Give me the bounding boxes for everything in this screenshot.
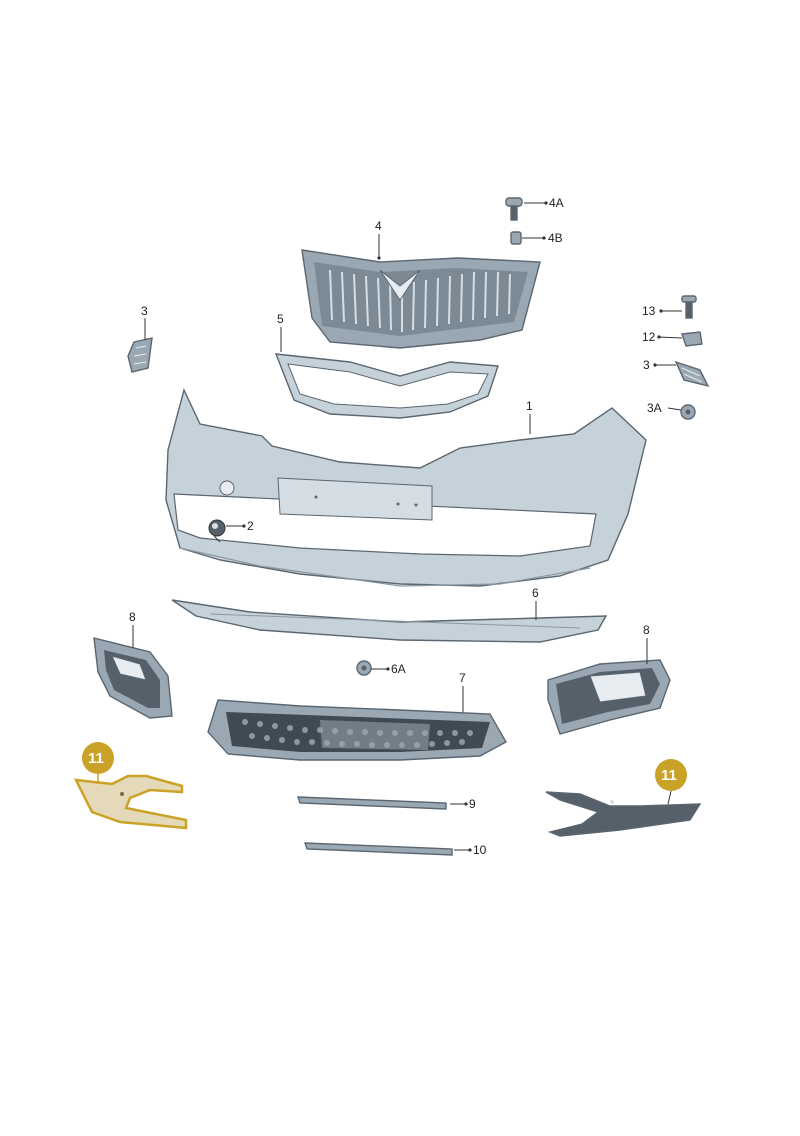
label-3-right-text: 3 bbox=[643, 358, 650, 372]
bumper-cover-part: 1 bbox=[165, 387, 647, 587]
label-4b-text: 4B bbox=[548, 231, 563, 245]
screw-13-part: 13 bbox=[642, 295, 697, 319]
label-8-right-text: 8 bbox=[643, 623, 650, 637]
spoiler-part: 6 bbox=[171, 586, 608, 643]
bracket-left-part: 3 bbox=[127, 304, 153, 373]
label-3-left-text: 3 bbox=[141, 304, 148, 318]
radiator-grille-part: 4 bbox=[301, 219, 541, 349]
label-8-left-text: 8 bbox=[129, 610, 136, 624]
badge-11-left bbox=[82, 742, 114, 774]
label-4: 4 bbox=[375, 219, 382, 260]
grille-frame-part: 5 bbox=[274, 312, 499, 419]
label-9-text: 9 bbox=[469, 797, 476, 811]
bracket-right-part: 3 bbox=[643, 358, 710, 388]
label-12-text: 12 bbox=[642, 330, 656, 344]
label-7-text: 7 bbox=[459, 671, 466, 685]
trim-strip-lower-part: 10 bbox=[304, 842, 487, 857]
label-1-text: 1 bbox=[526, 399, 533, 413]
screw-4a-part: 4A bbox=[505, 196, 564, 221]
trim-left-part: 11 bbox=[73, 742, 188, 830]
label-10-text: 10 bbox=[473, 843, 487, 857]
label-6-text: 6 bbox=[532, 586, 539, 600]
label-6a-text: 6A bbox=[391, 662, 406, 676]
label-4-text: 4 bbox=[375, 219, 382, 233]
nut-4b-part: 4B bbox=[510, 231, 563, 245]
fog-frame-left-part: 8 bbox=[93, 610, 173, 719]
badge-11-right bbox=[655, 759, 687, 791]
plug-cap-part: 2 bbox=[208, 519, 254, 543]
trim-strip-upper-part: 9 bbox=[297, 796, 476, 811]
label-4a-text: 4A bbox=[549, 196, 564, 210]
label-13-text: 13 bbox=[642, 304, 656, 318]
label-2-text: 2 bbox=[247, 519, 254, 533]
badge-11-right-text: 11 bbox=[661, 767, 677, 784]
trim-right-part: 11 bbox=[545, 759, 702, 837]
lower-grille-part: 7 bbox=[207, 671, 507, 761]
badge-11-left-text: 11 bbox=[88, 750, 104, 767]
fog-frame-right-part: 8 bbox=[547, 623, 671, 735]
label-3a-text: 3A bbox=[647, 401, 662, 415]
label-5-text: 5 bbox=[277, 312, 284, 326]
clip-3a-part: 3A bbox=[647, 401, 696, 420]
rivet-6a-part: 6A bbox=[356, 660, 406, 676]
clip-12-part: 12 bbox=[642, 330, 703, 347]
